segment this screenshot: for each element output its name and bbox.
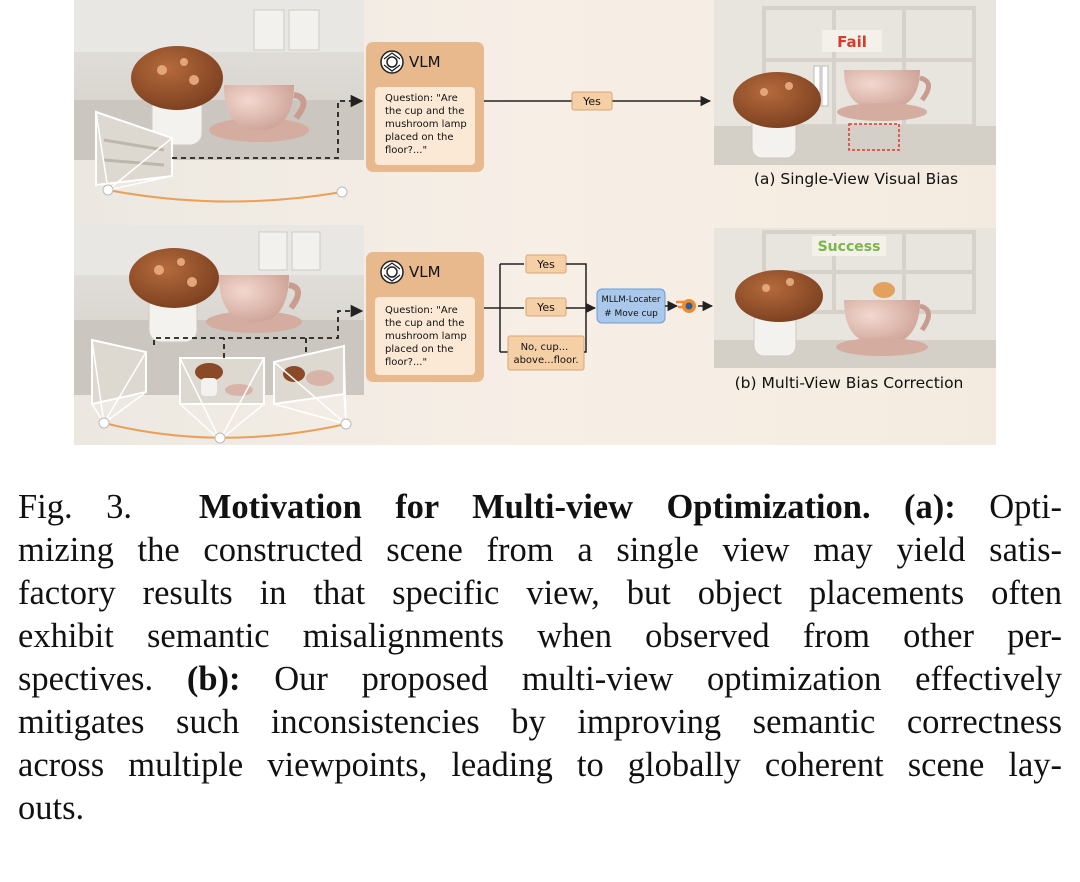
answer-text-3: No, cup... above...floor. <box>513 342 578 366</box>
fail-badge: Fail <box>837 33 867 51</box>
caption-b-label: (b): <box>186 660 241 698</box>
top-camera-view <box>95 110 173 191</box>
fail-highlight-box <box>848 123 900 151</box>
top-dashed-connector <box>172 94 364 159</box>
fail-badge-bg <box>822 30 882 52</box>
bottom-camera-point <box>98 417 110 429</box>
figure-diagram: VLM Question: "Are the cup and the mushr… <box>74 0 996 445</box>
caption-line-1: Fig. 3. Motivation for Multi-view Optimi… <box>18 488 1063 526</box>
bottom-vlm-label: VLM <box>409 263 441 281</box>
bottom-camera-views <box>91 338 347 441</box>
mushroom-cap-icon <box>131 46 223 110</box>
answer-text-2: Yes <box>536 301 555 314</box>
figure-label: Fig. 3. <box>18 488 132 526</box>
answer-text-1: Yes <box>536 258 555 271</box>
caption-line-5: spectives. (b): Our proposed multi-view … <box>18 660 1063 698</box>
bottom-dashed-connector <box>153 304 364 345</box>
top-result-scene <box>714 0 996 165</box>
mllm-locater-title: MLLM-Locater <box>602 295 661 305</box>
bottom-camera-point <box>340 418 352 430</box>
bottom-vlm-box: VLM Question: "Are the cup and the mushr… <box>366 252 484 382</box>
top-camera-point <box>336 186 348 198</box>
caption-line-2: mizing the constructed scene from a sing… <box>18 531 1062 569</box>
bottom-dashed-connector <box>223 338 307 358</box>
caption-line-3: factory results in that specific view, b… <box>18 574 1062 612</box>
openai-icon <box>380 260 404 284</box>
top-vlm-box: VLM Question: "Are the cup and the mushr… <box>366 42 484 172</box>
top-camera-point <box>102 184 114 196</box>
top-vlm-label: VLM <box>409 53 441 71</box>
caption-line-4: exhibit semantic misalignments when obse… <box>18 617 1062 655</box>
blender-icon <box>676 299 696 313</box>
openai-icon <box>380 50 404 74</box>
success-badge: Success <box>818 239 881 255</box>
caption-title: Motivation for Multi-view Optimization. <box>198 488 871 526</box>
caption-line-8: outs. <box>18 789 85 827</box>
top-orbit-path <box>107 189 343 203</box>
top-answer-box <box>571 91 613 111</box>
cup-icon <box>224 85 294 130</box>
bottom-question-text: Question: "Are the cup and the mushroom … <box>385 305 470 368</box>
success-badge-bg <box>812 236 886 256</box>
caption-line-6: mitigates such inconsistencies by improv… <box>18 703 1062 741</box>
top-question-text: Question: "Are the cup and the mushroom … <box>385 93 470 156</box>
caption-line-7: across multiple viewpoints, leading to g… <box>18 746 1062 784</box>
answer-box-3 <box>507 335 585 371</box>
figure-caption: Fig. 3. Motivation for Multi-view Optimi… <box>18 486 1062 830</box>
mllm-locater-action: # Move cup <box>604 309 658 319</box>
bottom-panel-caption: (b) Multi-View Bias Correction <box>735 374 964 392</box>
bottom-camera-point <box>214 432 226 444</box>
caption-a-label: (a): <box>904 488 956 526</box>
top-panel-caption: (a) Single-View Visual Bias <box>754 170 958 188</box>
answer-box-2 <box>525 297 567 317</box>
top-answer-text: Yes <box>582 95 601 108</box>
branch-lines <box>484 263 524 353</box>
